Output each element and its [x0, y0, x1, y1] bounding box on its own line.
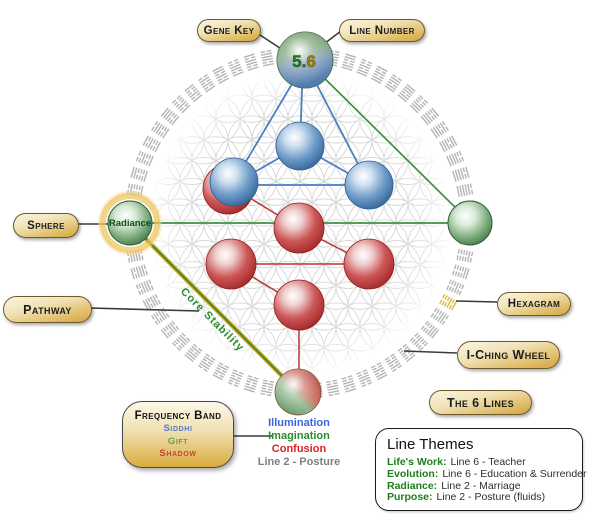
frequency-level-gift: Gift	[167, 435, 189, 447]
theme-label: Life's Work:	[387, 456, 447, 468]
radiance-sphere	[107, 200, 153, 246]
radiance-sphere-label: Radiance	[109, 218, 151, 229]
center-red-sphere	[273, 202, 325, 254]
line-number-value: 6	[306, 52, 315, 71]
frequency-band-legend: Frequency Band Siddhi Gift Shadow	[122, 401, 234, 468]
line-theme-row: Radiance:Line 2 - Marriage	[387, 479, 571, 493]
frequency-level-siddhi: Siddhi	[163, 423, 193, 435]
gene-key-callout: Gene Key	[197, 19, 261, 42]
line-theme-row: Life's Work:Line 6 - Teacher	[387, 456, 571, 469]
line-number-callout: Line Number	[339, 19, 425, 42]
line-theme-row: Purpose:Line 2 - Posture (fluids)	[387, 491, 571, 504]
right-red-sphere	[343, 238, 395, 290]
hexagram-callout: Hexagram	[497, 292, 571, 316]
line-theme-row: Evolution:Line 6 - Education & Surrender	[387, 467, 587, 481]
frequency-band-title: Frequency Band	[134, 410, 222, 423]
frequency-level-shadow: Shadow	[159, 448, 197, 460]
bottom-red-sphere	[273, 279, 325, 331]
line-themes-box: Line Themes Life's Work:Line 6 - Teacher…	[375, 428, 587, 511]
i-ching-wheel-glyphs	[124, 47, 476, 399]
theme-value: Line 6 - Teacher	[450, 456, 526, 468]
six-lines-callout: The 6 Lines	[429, 390, 532, 415]
i-ching-wheel-callout: I-Ching Wheel	[457, 341, 560, 369]
theme-label: Purpose:	[387, 491, 433, 504]
purpose-sphere	[274, 368, 322, 416]
line-themes-title: Line Themes	[387, 436, 474, 453]
radiance-sphere-glow	[98, 191, 162, 255]
purpose-keynotes: Illumination Imagination Confusion Line …	[228, 417, 370, 469]
keynote-gift: Imagination	[268, 430, 330, 442]
callout-connectors	[77, 30, 498, 437]
lifes-work-sphere	[276, 31, 334, 89]
right-blue-sphere	[344, 160, 394, 210]
keynote-siddhi: Illumination	[268, 417, 330, 429]
spheres	[98, 31, 493, 416]
theme-label: Evolution:	[387, 467, 439, 480]
theme-label: Radiance:	[387, 479, 438, 492]
left-red-sphere	[205, 238, 257, 290]
keynote-shadow: Confusion	[271, 443, 327, 455]
gene-key-number: 5.	[292, 52, 306, 71]
evolution-sphere	[447, 200, 493, 246]
center-blue-sphere	[275, 121, 325, 171]
pathway-line	[131, 224, 298, 392]
theme-value: Line 2 - Posture (fluids)	[436, 491, 546, 504]
theme-value: Line 2 - Marriage	[441, 479, 521, 492]
pathway-callout: Pathway	[3, 296, 92, 323]
theme-value: Line 6 - Education & Surrender	[442, 467, 587, 480]
gene-key-line-value: 5.6	[292, 52, 316, 71]
keynote-line: Line 2 - Posture	[257, 456, 341, 468]
sphere-callout: Sphere	[13, 213, 79, 238]
overlap-blue-sphere	[209, 157, 259, 207]
